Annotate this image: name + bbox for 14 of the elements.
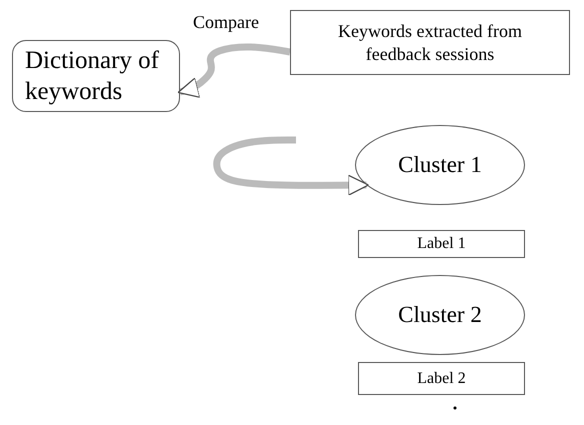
node-text: Label 2	[417, 368, 466, 388]
label-box	[358, 362, 525, 395]
node-text: Keywords extracted from feedback sessions	[337, 20, 523, 65]
label-box	[358, 230, 525, 258]
node-text: Cluster 1	[398, 150, 482, 179]
node-text: Cluster 2	[398, 300, 482, 329]
node-text: Dictionary of keywords	[25, 46, 160, 107]
cluster-ellipse	[355, 125, 525, 205]
curved-arrow	[213, 136, 369, 196]
process-box	[290, 10, 570, 75]
curved-arrow	[177, 43, 291, 98]
rounded-box	[12, 40, 180, 112]
cluster-ellipse	[355, 275, 525, 355]
node-text: Label 1	[417, 234, 466, 254]
